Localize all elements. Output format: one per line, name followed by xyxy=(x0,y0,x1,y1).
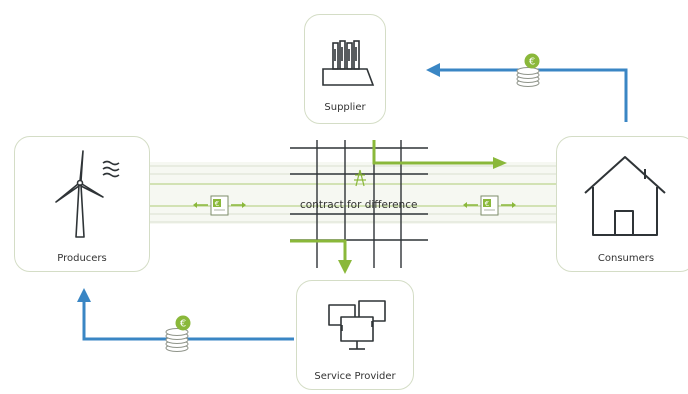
service-flow-line xyxy=(290,239,347,262)
coin-stack-icon-top: € xyxy=(516,53,540,87)
producers-label: Producers xyxy=(57,253,107,264)
service-flow-arrowhead xyxy=(338,260,352,274)
svg-text:€: € xyxy=(215,200,219,208)
euro-document-icon-right: € xyxy=(463,195,516,216)
payment-flow-top-line xyxy=(438,68,628,122)
svg-text:€: € xyxy=(180,319,186,330)
factory-icon xyxy=(322,40,375,86)
supply-flow-arrowhead xyxy=(493,157,507,169)
supplier-node[interactable]: Supplier xyxy=(304,14,386,124)
service-provider-node[interactable]: Service Provider xyxy=(296,280,414,390)
service-provider-label: Service Provider xyxy=(314,371,396,382)
supply-flow-line xyxy=(372,140,495,165)
payment-flow-top-arrowhead xyxy=(426,63,440,77)
producers-node[interactable]: Producers xyxy=(14,136,150,272)
wind-turbine-icon xyxy=(55,150,120,238)
contract-for-difference-label: contract for difference xyxy=(300,199,418,211)
svg-text:€: € xyxy=(529,57,535,68)
coin-stack-icon-bottom: € xyxy=(165,315,191,352)
house-icon xyxy=(584,156,666,236)
computer-monitors-icon xyxy=(328,300,386,350)
pylon-icon xyxy=(354,169,366,187)
consumers-label: Consumers xyxy=(597,253,655,264)
euro-document-icon-left: € xyxy=(193,195,246,216)
consumers-node[interactable]: Consumers xyxy=(556,136,688,272)
svg-text:€: € xyxy=(485,200,489,208)
payment-flow-bottom-arrowhead xyxy=(77,288,91,302)
supplier-label: Supplier xyxy=(324,102,366,113)
payment-flow-bottom-line xyxy=(82,300,294,341)
